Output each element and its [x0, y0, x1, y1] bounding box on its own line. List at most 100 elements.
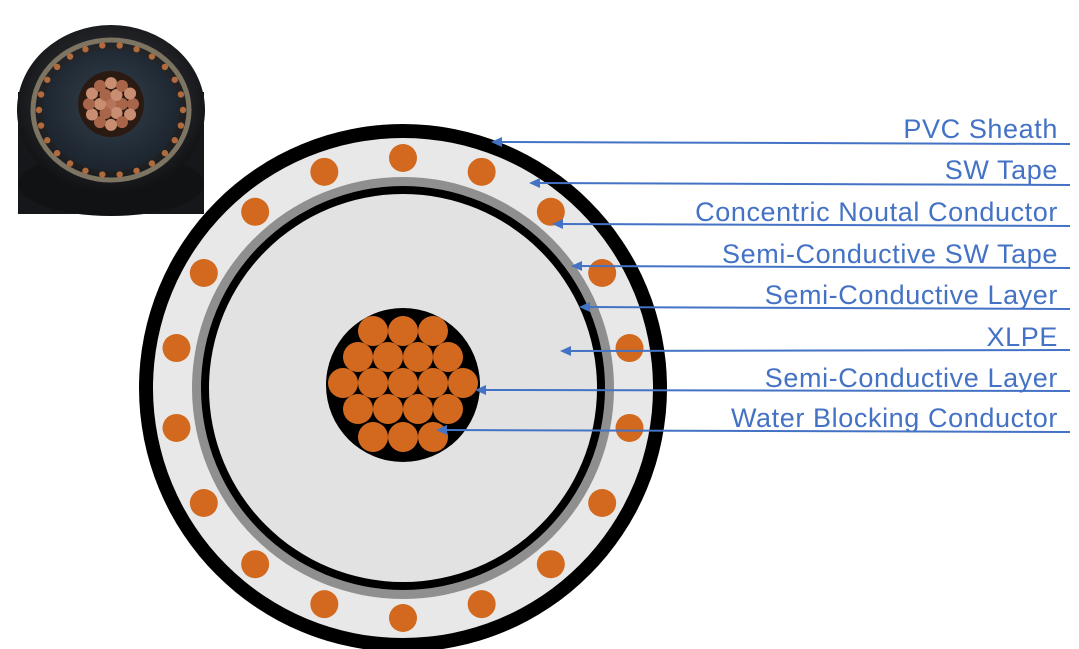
arrow-head-icon	[475, 385, 486, 395]
conductor-strand	[358, 316, 388, 346]
neutral-wire	[162, 413, 191, 442]
neutral-wire	[467, 157, 496, 186]
photo-core-strand	[105, 77, 117, 90]
photo-neutral-wire	[177, 122, 185, 129]
photo-neutral-wire	[82, 167, 89, 174]
photo-neutral-wire	[37, 91, 45, 98]
photo-neutral-wire	[148, 160, 156, 167]
conductor-strand	[418, 368, 448, 398]
photo-core-strand	[94, 98, 106, 110]
photo-neutral-wire	[171, 137, 178, 144]
photo-core-strand	[105, 118, 117, 131]
label-water-blocking-conductor: Water Blocking Conductor	[731, 403, 1058, 433]
conductor-strand	[433, 342, 463, 372]
label-semi-conductive-layer-inner: Semi-Conductive Layer	[765, 363, 1058, 393]
leader-line	[535, 182, 1071, 186]
label-pvc-sheath: PVC Sheath	[903, 114, 1058, 144]
callout-sw-tape: SW Tape	[529, 155, 1071, 188]
neutral-wire	[615, 413, 644, 442]
neutral-wire	[588, 259, 617, 287]
photo-core-strand	[94, 79, 106, 92]
photo-core-strand	[116, 116, 128, 129]
callout-semi-conductive-layer-inner: Semi-Conductive Layer	[475, 363, 1071, 395]
photo-core-strand	[124, 108, 137, 121]
photo-neutral-wire	[171, 76, 178, 83]
photo-neutral-wires	[35, 42, 187, 178]
label-semi-conductive-sw-tape: Semi-Conductive SW Tape	[722, 239, 1058, 269]
photo-neutral-wire	[53, 149, 61, 157]
neutral-wire	[615, 334, 644, 363]
callout-semi-conductive-layer-outer: Semi-Conductive Layer	[579, 280, 1071, 312]
leader-line	[442, 429, 1071, 433]
conductor-strand	[418, 422, 448, 452]
neutral-wire	[189, 489, 218, 517]
photo-neutral-wire	[44, 137, 51, 144]
conductor-strand	[358, 422, 388, 452]
photo-neutral-wire	[53, 63, 61, 71]
label-sw-tape: SW Tape	[945, 155, 1058, 185]
conductor-strand	[343, 394, 373, 424]
photo-neutral-wire	[99, 42, 106, 49]
photo-core-strand	[127, 98, 139, 110]
conductor-strand	[388, 368, 418, 398]
photo-neutral-wire	[35, 106, 43, 114]
photo-neutral-wire	[44, 76, 51, 83]
photo-core-strand	[110, 107, 123, 120]
callout-xlpe: XLPE	[560, 322, 1071, 356]
photo-neutral-wire	[179, 106, 187, 114]
arrow-head-icon	[552, 219, 563, 229]
arrow-head-icon	[491, 137, 502, 147]
photo-core-strand	[85, 108, 98, 121]
photo-core-strand	[85, 87, 98, 100]
neutral-wire	[241, 550, 270, 579]
photo-core-strand	[83, 98, 95, 110]
neutral-wire	[189, 259, 218, 287]
photo-copper-core	[78, 71, 144, 137]
neutral-wire	[310, 157, 339, 186]
arrow-head-icon	[571, 261, 582, 271]
photo-neutral-wire	[133, 46, 140, 53]
leader-line	[558, 223, 1071, 227]
callout-concentric-neutral-conductor: Concentric Noutal Conductor	[552, 197, 1071, 229]
photo-core-strand	[99, 107, 112, 120]
photo-neutral-wire	[37, 122, 45, 129]
photo-neutral-wire	[116, 42, 123, 49]
neutral-wire	[536, 550, 565, 579]
photo-tape-ring	[30, 37, 192, 183]
photo-neutral-wire	[116, 171, 123, 178]
leader-line	[497, 141, 1071, 145]
neutral-wire	[241, 197, 270, 226]
label-semi-conductive-layer-outer: Semi-Conductive Layer	[765, 280, 1058, 310]
conductor-strand	[373, 342, 403, 372]
conductor-strand	[373, 394, 403, 424]
photo-neutral-wire	[99, 171, 106, 178]
arrow-head-icon	[579, 302, 590, 312]
photo-neutral-wire	[66, 53, 74, 60]
callouts: PVC Sheath SW Tape Concentric Noutal Con…	[436, 114, 1071, 435]
leader-line	[566, 349, 1071, 352]
cable-cross-section-photo	[17, 25, 205, 216]
neutral-wire	[588, 489, 617, 517]
label-concentric-neutral-conductor: Concentric Noutal Conductor	[695, 197, 1058, 227]
conductor-strand	[433, 394, 463, 424]
leader-line	[481, 389, 1071, 392]
arrow-head-icon	[529, 178, 540, 188]
photo-neutral-wire	[161, 63, 169, 71]
concentric-neutral-wires	[162, 144, 644, 632]
photo-core-strand	[116, 98, 128, 110]
arrow-head-icon	[436, 425, 447, 435]
arrow-head-icon	[560, 346, 571, 356]
neutral-wire	[389, 144, 417, 172]
neutral-wire	[389, 604, 417, 632]
neutral-wire	[467, 590, 496, 619]
photo-core-strand	[116, 79, 128, 92]
conductor-strand	[388, 422, 418, 452]
conductor-strand	[448, 368, 478, 398]
leader-line	[585, 306, 1071, 310]
callout-pvc-sheath: PVC Sheath	[491, 114, 1071, 147]
conductor-strand	[343, 342, 373, 372]
photo-core-strand	[105, 98, 117, 110]
label-xlpe: XLPE	[987, 322, 1058, 352]
photo-neutral-wire	[82, 46, 89, 53]
